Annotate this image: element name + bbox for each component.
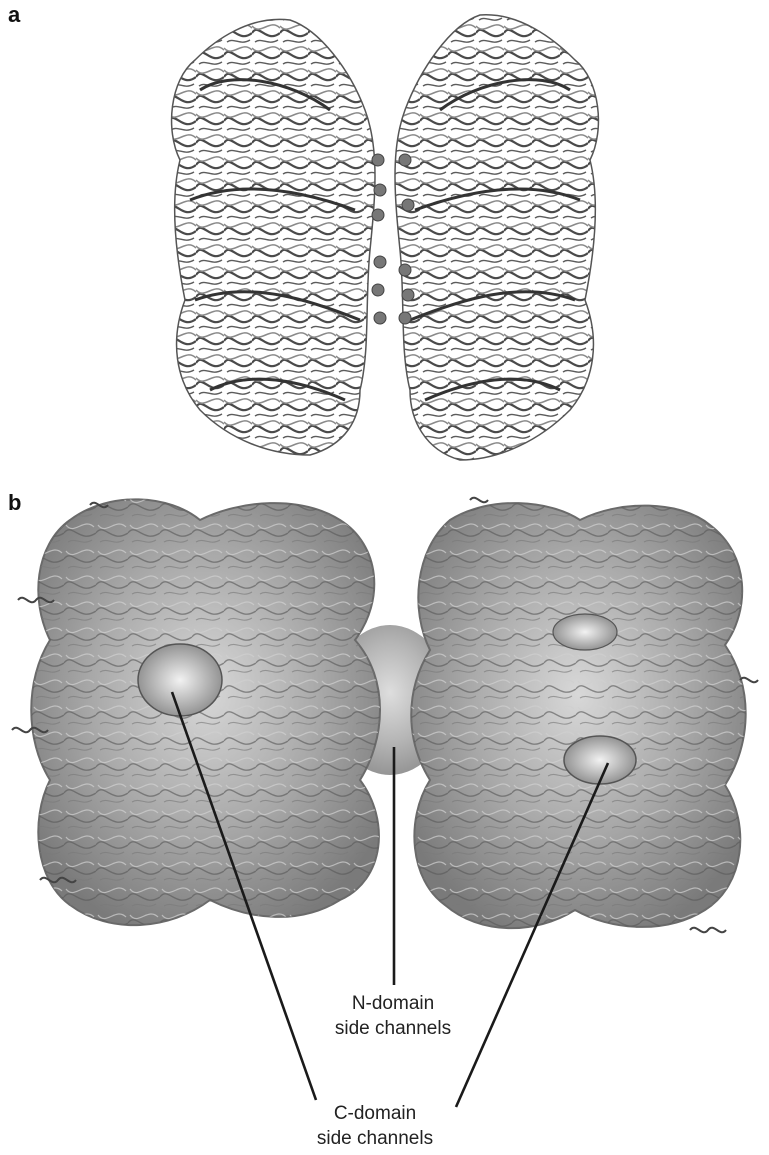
n-domain-caption: N-domain side channels: [283, 991, 503, 1041]
panel-b-surface: [12, 498, 758, 933]
n-domain-caption-line2: side channels: [283, 1016, 503, 1041]
right-subunit-ribbon: [395, 15, 598, 460]
c-domain-caption-line2: side channels: [265, 1126, 485, 1151]
c-domain-channel-right: [564, 736, 636, 784]
panel-a-structure: [172, 15, 599, 460]
c-domain-channel-left: [138, 644, 222, 716]
n-domain-caption-line1: N-domain: [283, 991, 503, 1016]
c-domain-caption-line1: C-domain: [265, 1101, 485, 1126]
c-domain-caption: C-domain side channels: [265, 1101, 485, 1151]
